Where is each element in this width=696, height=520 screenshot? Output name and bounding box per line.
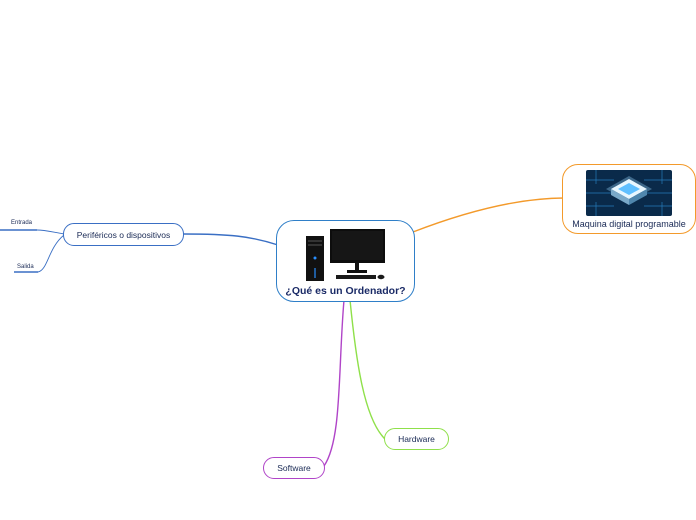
branch-software-node[interactable]: Software	[263, 457, 325, 479]
branch-perifericos-node[interactable]: Periféricos o dispositivos	[63, 223, 184, 246]
link-central-hardware	[349, 299, 387, 441]
central-topic-label: ¿Qué es un Ordenador?	[285, 285, 406, 297]
link-central-maquina	[412, 197, 566, 233]
branch-hardware-node[interactable]: Hardware	[384, 428, 449, 450]
subtopic-salida[interactable]: Salida	[17, 264, 34, 270]
microchip-icon	[586, 170, 672, 216]
link-perifericos-entrada	[36, 229, 65, 235]
link-perifericos-salida	[37, 234, 65, 273]
branch-maquina-label: Maquina digital programable	[572, 219, 686, 229]
desktop-computer-icon	[305, 229, 385, 281]
link-central-perifericos	[182, 233, 279, 246]
branch-software-label: Software	[277, 463, 311, 473]
branch-hardware-label: Hardware	[398, 434, 435, 444]
subtopic-entrada[interactable]: Entrada	[11, 220, 33, 226]
branch-maquina-node[interactable]: Maquina digital programable	[562, 164, 696, 234]
link-central-software	[323, 299, 345, 467]
central-topic-node[interactable]: ¿Qué es un Ordenador?	[276, 220, 415, 302]
branch-perifericos-label: Periféricos o dispositivos	[76, 229, 171, 240]
